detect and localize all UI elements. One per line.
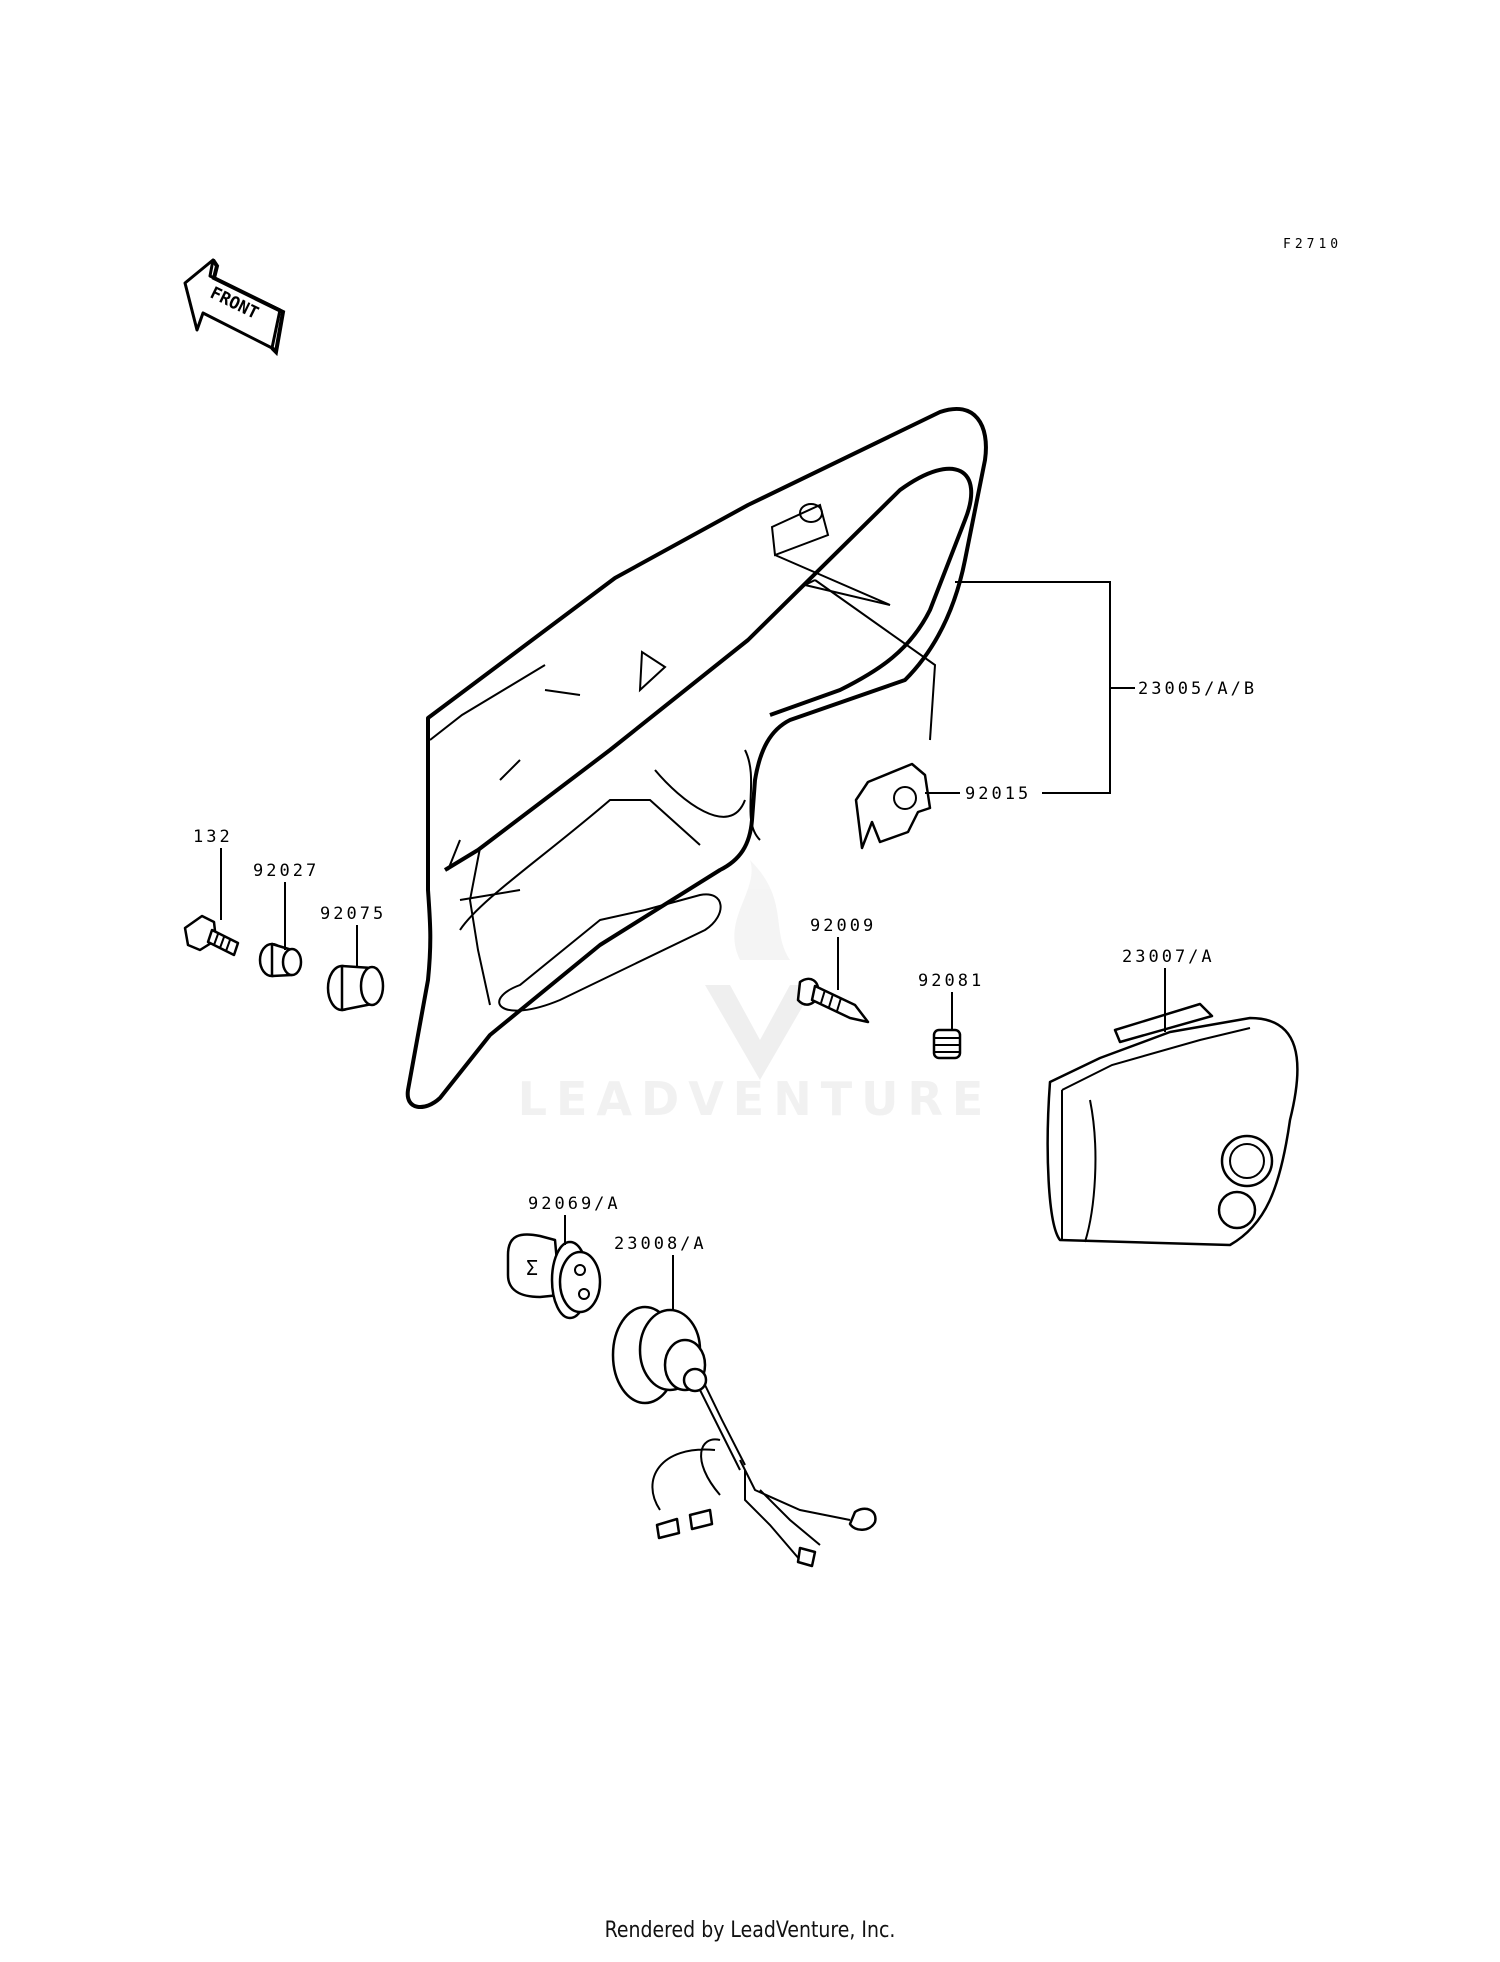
callout-92075: 92075: [320, 904, 386, 924]
diagram-code: F2710: [1283, 237, 1342, 252]
socket-23008: [611, 1305, 877, 1568]
svg-text:Ʃ: Ʃ: [526, 1256, 538, 1280]
side-cover-23005: [405, 406, 988, 1109]
front-arrow-icon: FRONT: [183, 258, 286, 357]
bulb-92069: Ʃ: [506, 1233, 602, 1320]
grommet-92075: [326, 964, 385, 1012]
callout-92069: 92069/A: [528, 1194, 621, 1214]
callout-23005: 23005/A/B: [1138, 679, 1257, 699]
nut-92081: [932, 1028, 962, 1060]
callout-23007: 23007/A: [1122, 947, 1215, 967]
callout-92015: 92015: [965, 784, 1031, 804]
callout-92081: 92081: [918, 971, 984, 991]
bolt-132: [183, 914, 240, 957]
callout-23008: 23008/A: [614, 1234, 707, 1254]
render-credit: Rendered by LeadVenture, Inc.: [604, 1918, 896, 1943]
callout-132: 132: [193, 827, 233, 847]
collar-92027: [258, 942, 303, 978]
watermark-text: LEADVENTURE: [518, 1072, 993, 1126]
watermark-logo: LEADVENTURE: [518, 860, 993, 1126]
callout-92027: 92027: [253, 861, 319, 881]
callout-92009: 92009: [810, 916, 876, 936]
tail-lamp-23007: [1046, 1002, 1299, 1247]
clip-92015: [854, 762, 932, 850]
screw-92009: [796, 977, 870, 1024]
leader-lines: [220, 581, 1166, 1310]
